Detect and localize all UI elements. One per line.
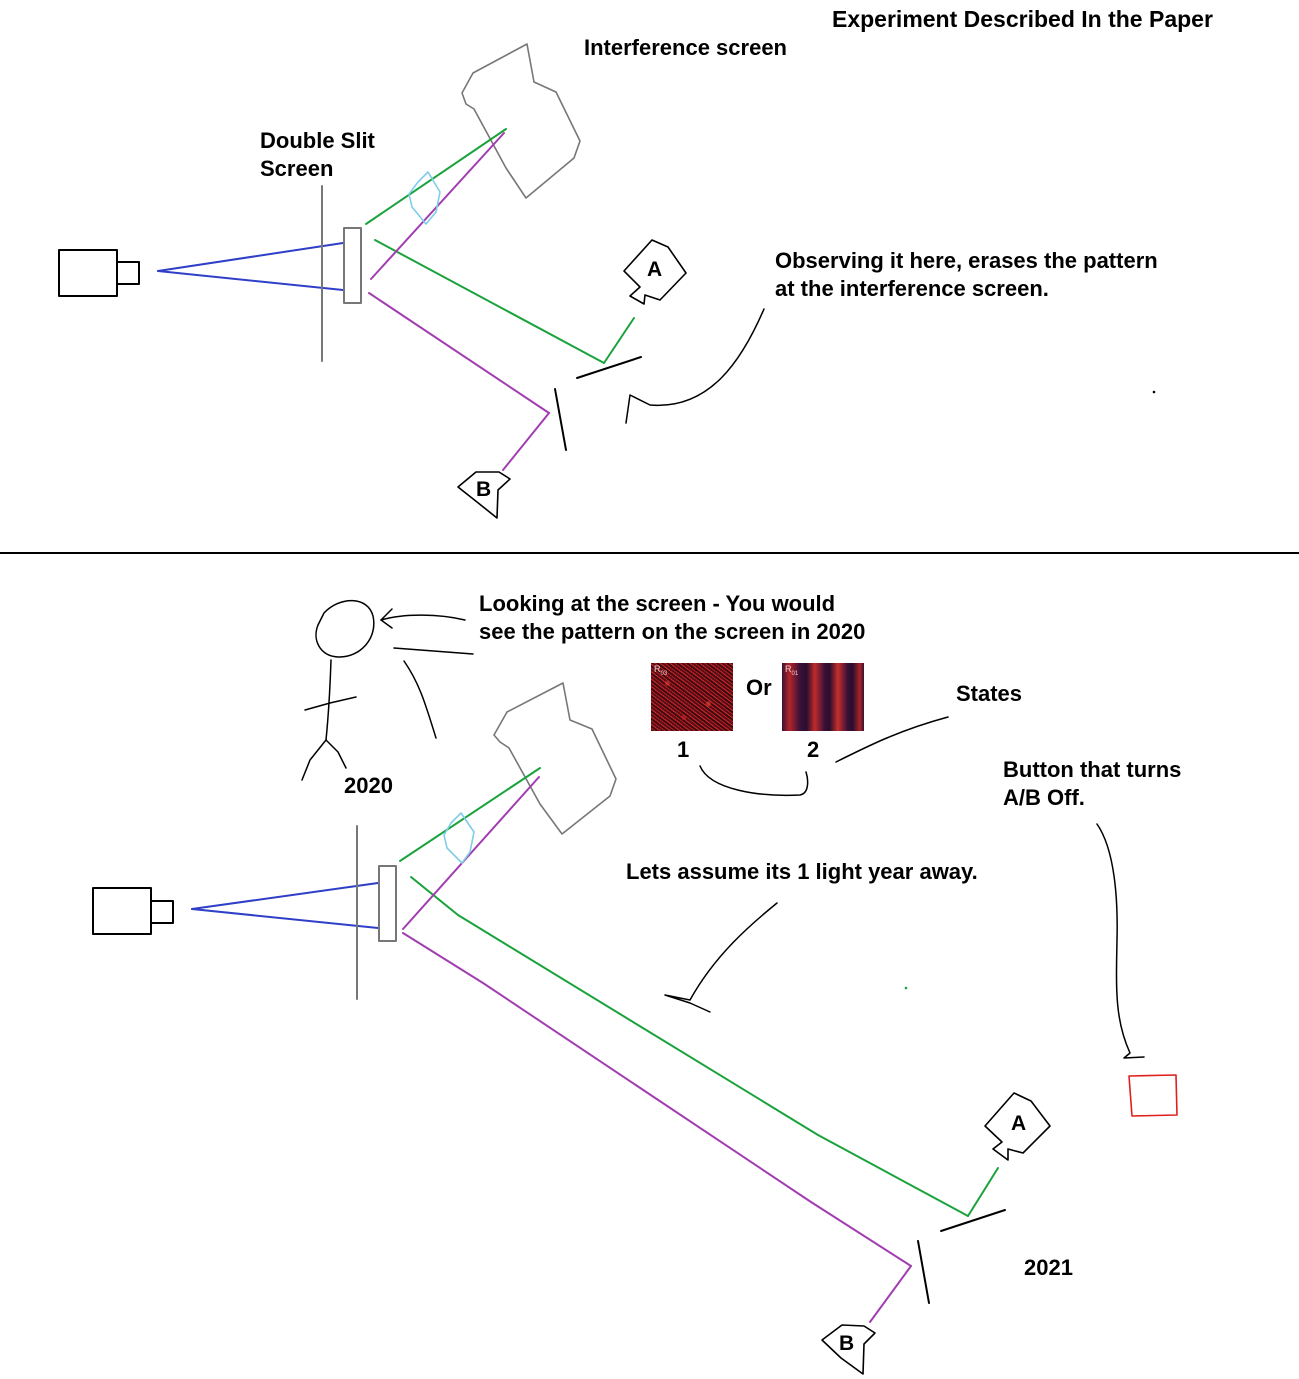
which-path-marker-top <box>408 171 441 225</box>
green-beam-top <box>365 128 635 364</box>
source-beams-bottom <box>191 882 379 929</box>
detector-b-label-top: B <box>476 478 492 501</box>
year-2021-label: 2021 <box>1024 1255 1073 1280</box>
double-slit-label-line2: Screen <box>260 156 334 181</box>
button-arrow <box>1096 823 1145 1059</box>
detector-b-shape-top <box>457 471 511 519</box>
state-1-thumbnail: R03 <box>651 663 733 731</box>
mirror-b-top <box>554 388 567 451</box>
off-button[interactable] <box>1128 1074 1178 1117</box>
observe-arrow <box>625 308 765 424</box>
state-2-number: 2 <box>807 737 820 762</box>
purple-beam-top <box>368 132 550 471</box>
stray-dot-green <box>904 986 908 990</box>
assume-label: Lets assume its 1 light year away. <box>626 859 978 884</box>
observe-label-line2: at the interference screen. <box>775 276 1049 301</box>
state-2-tag: R01 <box>785 664 799 677</box>
light-source-bottom <box>92 887 174 935</box>
slit-plate-top <box>343 227 362 304</box>
state-1-number: 1 <box>677 737 690 762</box>
mirror-a-top <box>576 356 642 379</box>
detector-b-shape-bottom <box>821 1324 876 1375</box>
source-beams-top <box>157 242 344 291</box>
button-label-line1: Button that turns <box>1003 757 1182 782</box>
detector-a-shape-bottom <box>984 1092 1051 1161</box>
detector-a-shape-top <box>623 239 687 305</box>
detector-a-label-top: A <box>647 258 663 281</box>
state-1-tag: R03 <box>654 664 668 677</box>
mirror-a-bottom <box>940 1209 1006 1232</box>
or-label: Or <box>746 675 772 700</box>
green-beam-bottom <box>399 767 999 1217</box>
title: Experiment Described In the Paper <box>832 6 1213 32</box>
interference-screen-top <box>461 43 581 199</box>
year-2020-label: 2020 <box>344 773 393 798</box>
observe-label-line1: Observing it here, erases the pattern <box>775 248 1158 273</box>
mirror-b-bottom <box>917 1240 930 1304</box>
looking-label-line2: see the pattern on the screen in 2020 <box>479 619 866 644</box>
detector-b-label-bottom: B <box>839 1332 855 1355</box>
looking-label-line1: Looking at the screen - You would <box>479 591 836 616</box>
button-label-line2: A/B Off. <box>1003 785 1085 810</box>
purple-beam-bottom <box>402 776 912 1323</box>
detector-a-label-bottom: A <box>1011 1112 1027 1135</box>
stray-dot <box>1152 390 1156 394</box>
distance-arrow <box>664 902 778 1013</box>
state-2-thumbnail: R01 <box>782 663 864 731</box>
which-path-marker-bottom <box>443 812 475 864</box>
states-bracket <box>699 765 809 797</box>
looking-arrow <box>380 608 474 739</box>
states-label: States <box>956 681 1023 706</box>
observer-figure <box>301 599 375 781</box>
double-slit-label-line1: Double Slit <box>260 128 375 153</box>
slit-plate-bottom <box>378 865 397 942</box>
interference-screen-label: Interference screen <box>584 35 787 60</box>
light-source-top <box>58 249 140 297</box>
states-arrow <box>835 716 949 763</box>
interference-screen-bottom <box>493 682 617 835</box>
